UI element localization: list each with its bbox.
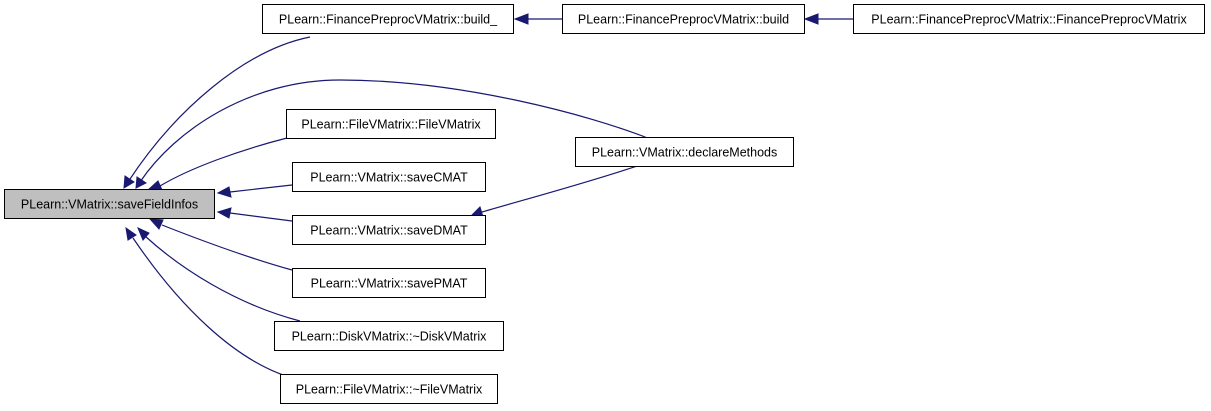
node-declaremethods-label: PLearn::VMatrix::declareMethods (592, 146, 778, 160)
node-finance-constructor-label: PLearn::FinancePreprocVMatrix::FinancePr… (871, 13, 1187, 27)
edge-declaremethods-to-savedmat (469, 164, 641, 218)
node-savefieldinfos[interactable]: PLearn::VMatrix::saveFieldInfos (4, 189, 215, 219)
edge-filevmatrix-ctor-to-savefieldinfos (146, 137, 288, 191)
edge-declaremethods-to-savefieldinfos (135, 79, 651, 189)
node-filevmatrix-destructor-label: PLearn::FileVMatrix::~FileVMatrix (296, 383, 483, 397)
edge-filevmatrix-dtor-to-savefieldinfos (125, 226, 301, 381)
node-filevmatrix-constructor-label: PLearn::FileVMatrix::FileVMatrix (301, 118, 481, 132)
edge-ctor-to-build (803, 13, 853, 25)
edge-savepmat-to-savefieldinfos (148, 218, 293, 271)
node-finance-build[interactable]: PLearn::FinancePreprocVMatrix::build (562, 4, 805, 34)
node-finance-build_-label: PLearn::FinancePreprocVMatrix::build_ (279, 13, 498, 27)
node-diskvmatrix-destructor-label: PLearn::DiskVMatrix::~DiskVMatrix (292, 330, 488, 344)
edge-build_-to-savefieldinfos (123, 36, 311, 189)
node-savepmat[interactable]: PLearn::VMatrix::savePMAT (292, 268, 486, 298)
node-finance-build_[interactable]: PLearn::FinancePreprocVMatrix::build_ (262, 4, 514, 34)
node-finance-build-label: PLearn::FinancePreprocVMatrix::build (578, 13, 789, 27)
node-savecmat-label: PLearn::VMatrix::saveCMAT (310, 171, 468, 185)
node-filevmatrix-destructor[interactable]: PLearn::FileVMatrix::~FileVMatrix (280, 374, 498, 404)
edge-build-to-build_ (513, 13, 562, 25)
node-declaremethods[interactable]: PLearn::VMatrix::declareMethods (575, 137, 794, 167)
node-savedmat-label: PLearn::VMatrix::saveDMAT (310, 224, 468, 238)
edge-diskvmatrix-dtor-to-savefieldinfos (137, 227, 301, 322)
node-filevmatrix-constructor[interactable]: PLearn::FileVMatrix::FileVMatrix (286, 109, 496, 139)
edge-savedmat-to-savefieldinfos (216, 207, 293, 222)
edge-savecmat-to-savefieldinfos (216, 184, 293, 198)
node-finance-constructor[interactable]: PLearn::FinancePreprocVMatrix::FinancePr… (853, 4, 1205, 34)
node-savecmat[interactable]: PLearn::VMatrix::saveCMAT (292, 162, 486, 192)
node-savefieldinfos-label: PLearn::VMatrix::saveFieldInfos (21, 198, 198, 212)
node-savedmat[interactable]: PLearn::VMatrix::saveDMAT (292, 215, 486, 245)
node-savepmat-label: PLearn::VMatrix::savePMAT (311, 277, 468, 291)
node-diskvmatrix-destructor[interactable]: PLearn::DiskVMatrix::~DiskVMatrix (274, 321, 504, 351)
